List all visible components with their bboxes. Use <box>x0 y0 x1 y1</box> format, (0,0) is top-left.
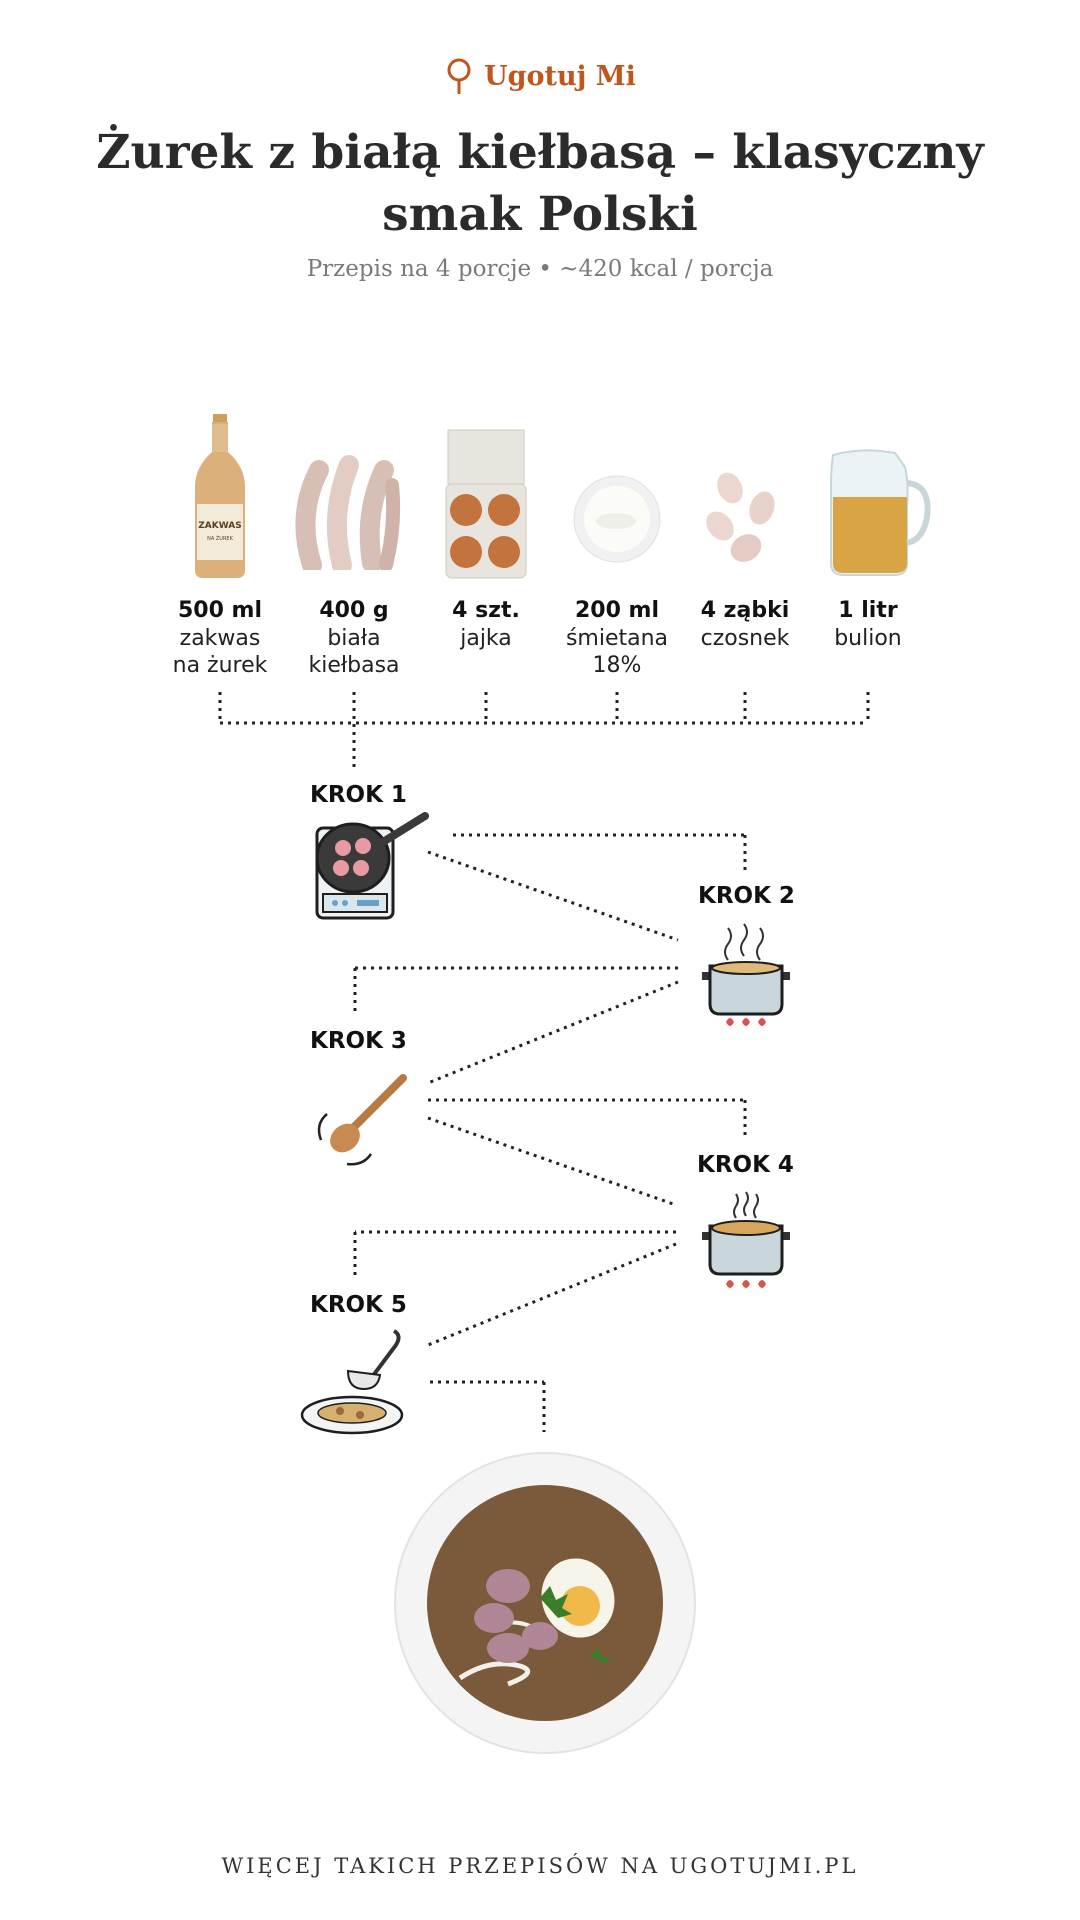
stirring-spoon-icon <box>317 1074 407 1166</box>
step-label: KROK 1 <box>310 782 407 808</box>
step-label: KROK 2 <box>698 883 795 909</box>
ingredient-item: 200 ml śmietana 18% <box>547 597 687 679</box>
ingredient-name: biała kiełbasa <box>308 626 400 678</box>
ingredient-amount: 4 szt. <box>452 598 520 623</box>
ingredient-amount: 400 g <box>319 598 389 623</box>
ingredient-name: zakwas na żurek <box>172 626 268 678</box>
ingredient-item: 4 ząbki czosnek <box>675 597 815 652</box>
recipe-title: Żurek z białą kiełbasą – klasyczny smak … <box>96 125 984 242</box>
ingredient-amount: 200 ml <box>574 598 660 623</box>
boiling-pot-icon <box>702 923 790 1026</box>
cream-bowl-icon <box>573 475 661 563</box>
frying-pan-icon <box>315 812 429 920</box>
ladle-plate-icon <box>300 1329 404 1435</box>
brand-logo: Ugotuj Mi <box>0 58 1080 94</box>
step-label: KROK 3 <box>310 1028 407 1054</box>
ingredient-item: 1 litr bulion <box>798 597 938 652</box>
footer-link[interactable]: WIĘCEJ TAKICH PRZEPISÓW NA UGOTUJMI.PL <box>221 1854 859 1878</box>
recipe-subtitle: Przepis na 4 porcje • ~420 kcal / porcja <box>306 256 774 282</box>
egg-carton-icon <box>445 429 527 579</box>
ingredient-name: czosnek <box>700 626 790 651</box>
white-sausage-icon <box>295 455 401 570</box>
garlic-icon <box>706 472 775 562</box>
bottle-label-text: ZAKWAS <box>198 521 241 531</box>
ingredient-name: śmietana 18% <box>565 626 669 678</box>
ingredient-item: 400 g biała kiełbasa <box>284 597 424 679</box>
bottle-label-subtext: NA ŻUREK <box>207 535 233 542</box>
broth-jug-icon <box>830 449 931 576</box>
zurek-soup-bowl-icon <box>394 1452 696 1754</box>
ingredient-item: 4 szt. jajka <box>416 597 556 652</box>
ingredient-item: 500 ml zakwas na żurek <box>150 597 290 679</box>
ingredient-name: bulion <box>834 626 902 651</box>
simmering-pot-icon <box>702 1191 790 1288</box>
step-label: KROK 4 <box>697 1152 794 1178</box>
sourdough-bottle-icon: ZAKWAS NA ŻUREK <box>195 414 245 578</box>
ingredient-amount: 1 litr <box>838 598 898 623</box>
ingredient-name: jajka <box>460 626 512 651</box>
ingredient-amount: 4 ząbki <box>700 598 790 623</box>
brand-name: Ugotuj Mi <box>484 60 636 92</box>
step-label: KROK 5 <box>310 1292 407 1318</box>
ingredient-amount: 500 ml <box>177 598 263 623</box>
spoon-logo-icon <box>447 58 471 94</box>
